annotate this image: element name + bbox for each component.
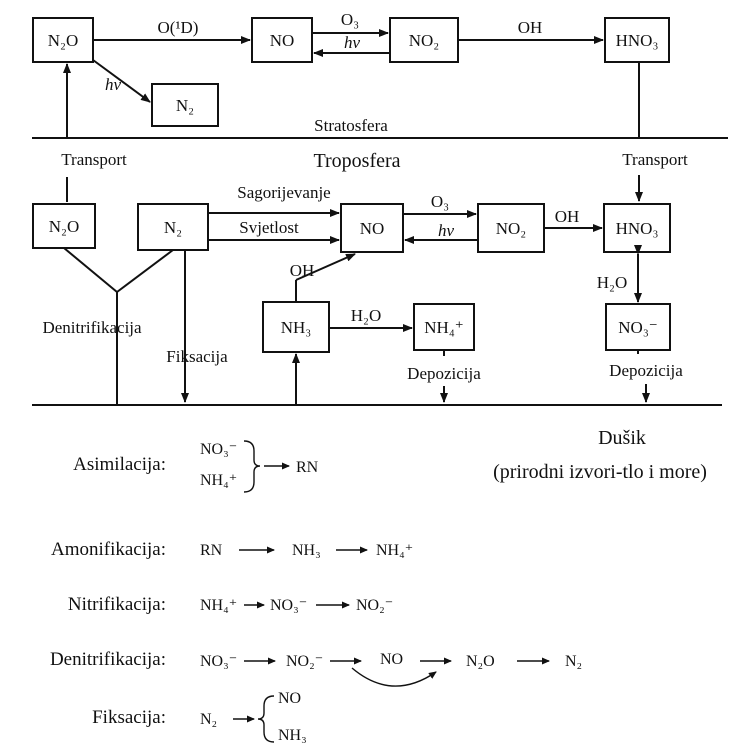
box-n2-strat xyxy=(151,83,219,127)
label-n2o-strat: N₂O xyxy=(48,31,78,50)
label-fixation: Fiksacija xyxy=(166,347,228,366)
box-n2-trop xyxy=(137,203,209,251)
fix-n2: N₂ xyxy=(200,711,217,728)
label-ground-sub: (prirodni izvori-tlo i more) xyxy=(493,461,707,483)
assim-nh4: NH₄⁺ xyxy=(200,472,237,489)
label-nh3: NH₃ xyxy=(281,318,312,337)
label-hv-trop: hν xyxy=(438,221,455,240)
label-denitrification: Denitrifikacija xyxy=(42,318,142,337)
process-name-denitrification: Denitrifikacija: xyxy=(50,649,166,670)
label-n2o-trop: N₂O xyxy=(49,217,79,236)
process-equations: Asimilacija: NO₃⁻ NH₄⁺ RN Amonifikacija:… xyxy=(50,440,582,744)
stratosphere-section: N₂O NO NO₂ HNO₃ N₂ O(¹D) O₃ hν OH hν xyxy=(32,10,670,127)
nitr-no2: NO₂⁻ xyxy=(356,597,393,614)
label-no3: NO₃⁻ xyxy=(618,318,657,337)
fix-no: NO xyxy=(278,690,301,707)
label-h2o-nh3: H₂O xyxy=(351,306,381,325)
amon-rn: RN xyxy=(200,542,223,559)
label-hno3-strat: HNO₃ xyxy=(616,31,659,50)
box-no2-strat xyxy=(389,17,459,63)
line-denit-left xyxy=(63,247,118,293)
box-nh4 xyxy=(413,303,475,351)
fix-brace xyxy=(257,695,275,743)
arrow-nh3-to-no xyxy=(295,253,356,281)
process-name-assimilation: Asimilacija: xyxy=(73,454,166,475)
label-o3-trop: O₃ xyxy=(431,192,449,211)
process-name-nitrification: Nitrifikacija: xyxy=(68,594,166,615)
label-h2o-right: H₂O xyxy=(597,273,627,292)
arrow-n2o-to-n2 xyxy=(92,59,151,103)
box-no2-trop xyxy=(477,203,545,253)
label-deposition-left: Depozicija xyxy=(407,364,481,383)
label-ground: Dušik xyxy=(598,427,646,449)
process-name-fixation: Fiksacija: xyxy=(92,707,166,728)
denit-curved-arrow xyxy=(351,667,437,687)
label-o1d: O(¹D) xyxy=(158,18,199,37)
label-n2-strat: N₂ xyxy=(176,96,194,115)
label-light: Svjetlost xyxy=(239,218,299,237)
label-stratosphere: Stratosfera xyxy=(314,116,388,135)
amon-nh3: NH₃ xyxy=(292,542,321,559)
label-no2-strat: NO₂ xyxy=(409,31,439,50)
label-o3-strat: O₃ xyxy=(341,10,359,29)
troposphere-section: N₂O N₂ NO NO₂ HNO₃ NH₃ NH₄⁺ NO₃⁻ Sagorij… xyxy=(32,183,683,404)
label-oh-strat: OH xyxy=(518,18,543,37)
box-hno3-strat xyxy=(604,17,670,63)
denit-no3: NO₃⁻ xyxy=(200,653,237,670)
label-n2-trop: N₂ xyxy=(164,218,182,237)
nitr-nh4: NH₄⁺ xyxy=(200,597,237,614)
line-denit-right xyxy=(116,249,174,293)
label-transport-right: Transport xyxy=(622,150,688,169)
amon-nh4: NH₄⁺ xyxy=(376,542,413,559)
denit-n2: N₂ xyxy=(565,653,582,670)
label-oh-trop: OH xyxy=(555,207,580,226)
label-troposphere: Troposfera xyxy=(313,150,400,172)
box-no3 xyxy=(605,303,671,351)
label-deposition-right: Depozicija xyxy=(609,361,683,380)
label-transport-left: Transport xyxy=(61,150,127,169)
assim-brace xyxy=(243,440,261,493)
process-name-ammonification: Amonifikacija: xyxy=(51,539,166,560)
box-no-trop xyxy=(340,203,404,253)
label-combustion: Sagorijevanje xyxy=(237,183,330,202)
label-no-strat: NO xyxy=(270,31,295,50)
denit-no2: NO₂⁻ xyxy=(286,653,323,670)
denit-no: NO xyxy=(380,651,403,668)
box-n2o-strat xyxy=(32,17,94,63)
denit-n2o: N₂O xyxy=(466,653,495,670)
label-hno3-trop: HNO₃ xyxy=(616,219,659,238)
box-no-strat xyxy=(251,17,313,63)
assim-rn: RN xyxy=(296,459,319,476)
label-nh4: NH₄⁺ xyxy=(424,318,463,337)
label-no2-trop: NO₂ xyxy=(496,219,526,238)
assim-no3: NO₃⁻ xyxy=(200,441,237,458)
label-no-trop: NO xyxy=(360,219,385,238)
label-hv-n2o: hν xyxy=(105,75,122,94)
label-hv-strat: hν xyxy=(344,33,361,52)
label-oh-nh3: OH xyxy=(290,261,315,280)
fix-nh3: NH₃ xyxy=(278,727,307,744)
nitr-no3: NO₃⁻ xyxy=(270,597,307,614)
